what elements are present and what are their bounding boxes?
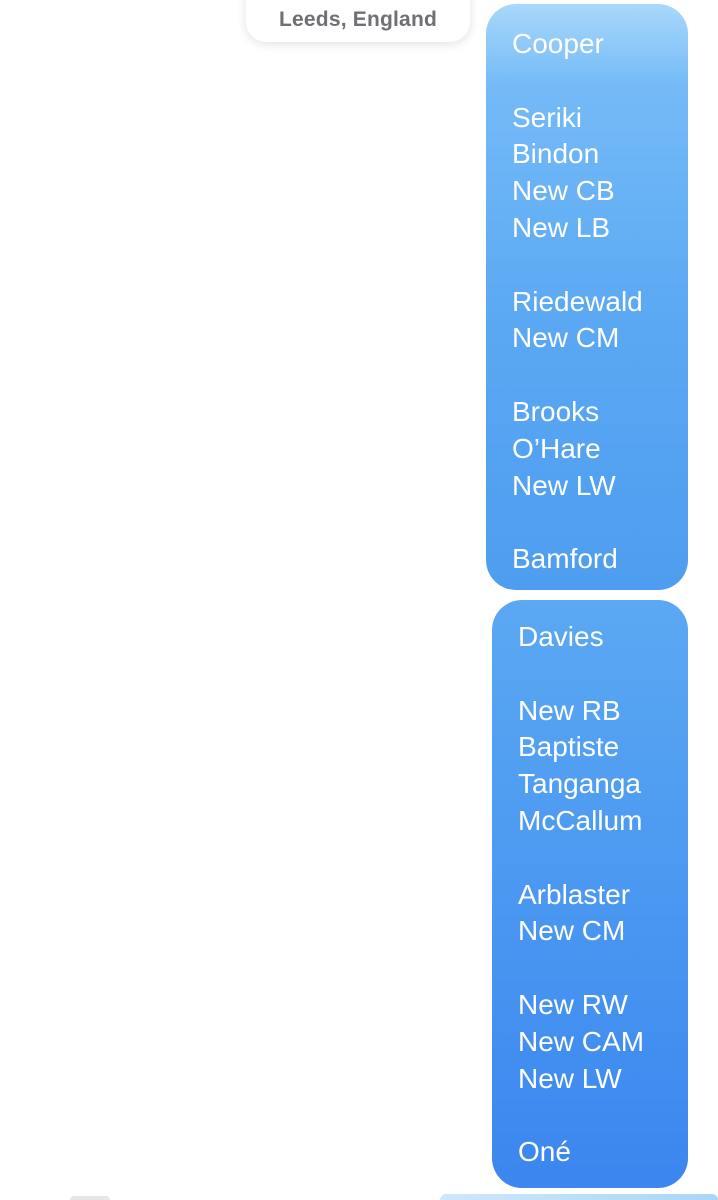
message-line: McCallum xyxy=(518,804,643,836)
message-line-blank xyxy=(512,504,688,541)
message-line: Davies xyxy=(518,621,604,652)
location-pill: Leeds, England xyxy=(246,0,470,42)
message-line: New RB xyxy=(518,694,621,726)
message-line-blank xyxy=(512,247,688,284)
message-line: Brooks xyxy=(512,395,600,427)
message-line: O’Hare xyxy=(512,432,601,464)
message-line: New LW xyxy=(512,469,616,501)
message-line: Bindon xyxy=(512,138,600,170)
message-bubble[interactable]: Cooper Seriki Bindon New CB New LB Riede… xyxy=(486,4,688,590)
message-line-blank xyxy=(512,357,688,394)
location-label: Leeds, England xyxy=(279,8,437,31)
message-line: New CM xyxy=(512,322,620,354)
message-line: Bamford xyxy=(512,543,618,575)
message-line: New CB xyxy=(512,175,615,207)
message-line: Oné xyxy=(518,1136,571,1168)
message-bubble[interactable]: Davies New RB Baptiste Tanganga McCallum… xyxy=(492,600,688,1188)
next-message-bubble-edge xyxy=(440,1194,718,1200)
message-line: New LB xyxy=(512,211,611,243)
message-line-blank xyxy=(512,63,688,100)
message-line: Riedewald xyxy=(512,285,643,317)
message-line: Seriki xyxy=(512,101,583,133)
message-line-blank xyxy=(518,840,688,877)
message-line-blank xyxy=(518,950,688,987)
message-line: Baptiste xyxy=(518,731,620,763)
next-message-edge xyxy=(70,1196,110,1200)
message-line-blank xyxy=(518,656,688,693)
message-line: New CM xyxy=(518,915,626,947)
message-line: New LW xyxy=(518,1062,622,1094)
message-line: Tanganga xyxy=(518,768,642,800)
message-line: New CAM xyxy=(518,1025,645,1057)
message-line: New RW xyxy=(518,988,628,1020)
message-line-blank xyxy=(518,1097,688,1134)
message-line: Arblaster xyxy=(518,878,631,910)
message-line: Cooper xyxy=(512,28,604,59)
